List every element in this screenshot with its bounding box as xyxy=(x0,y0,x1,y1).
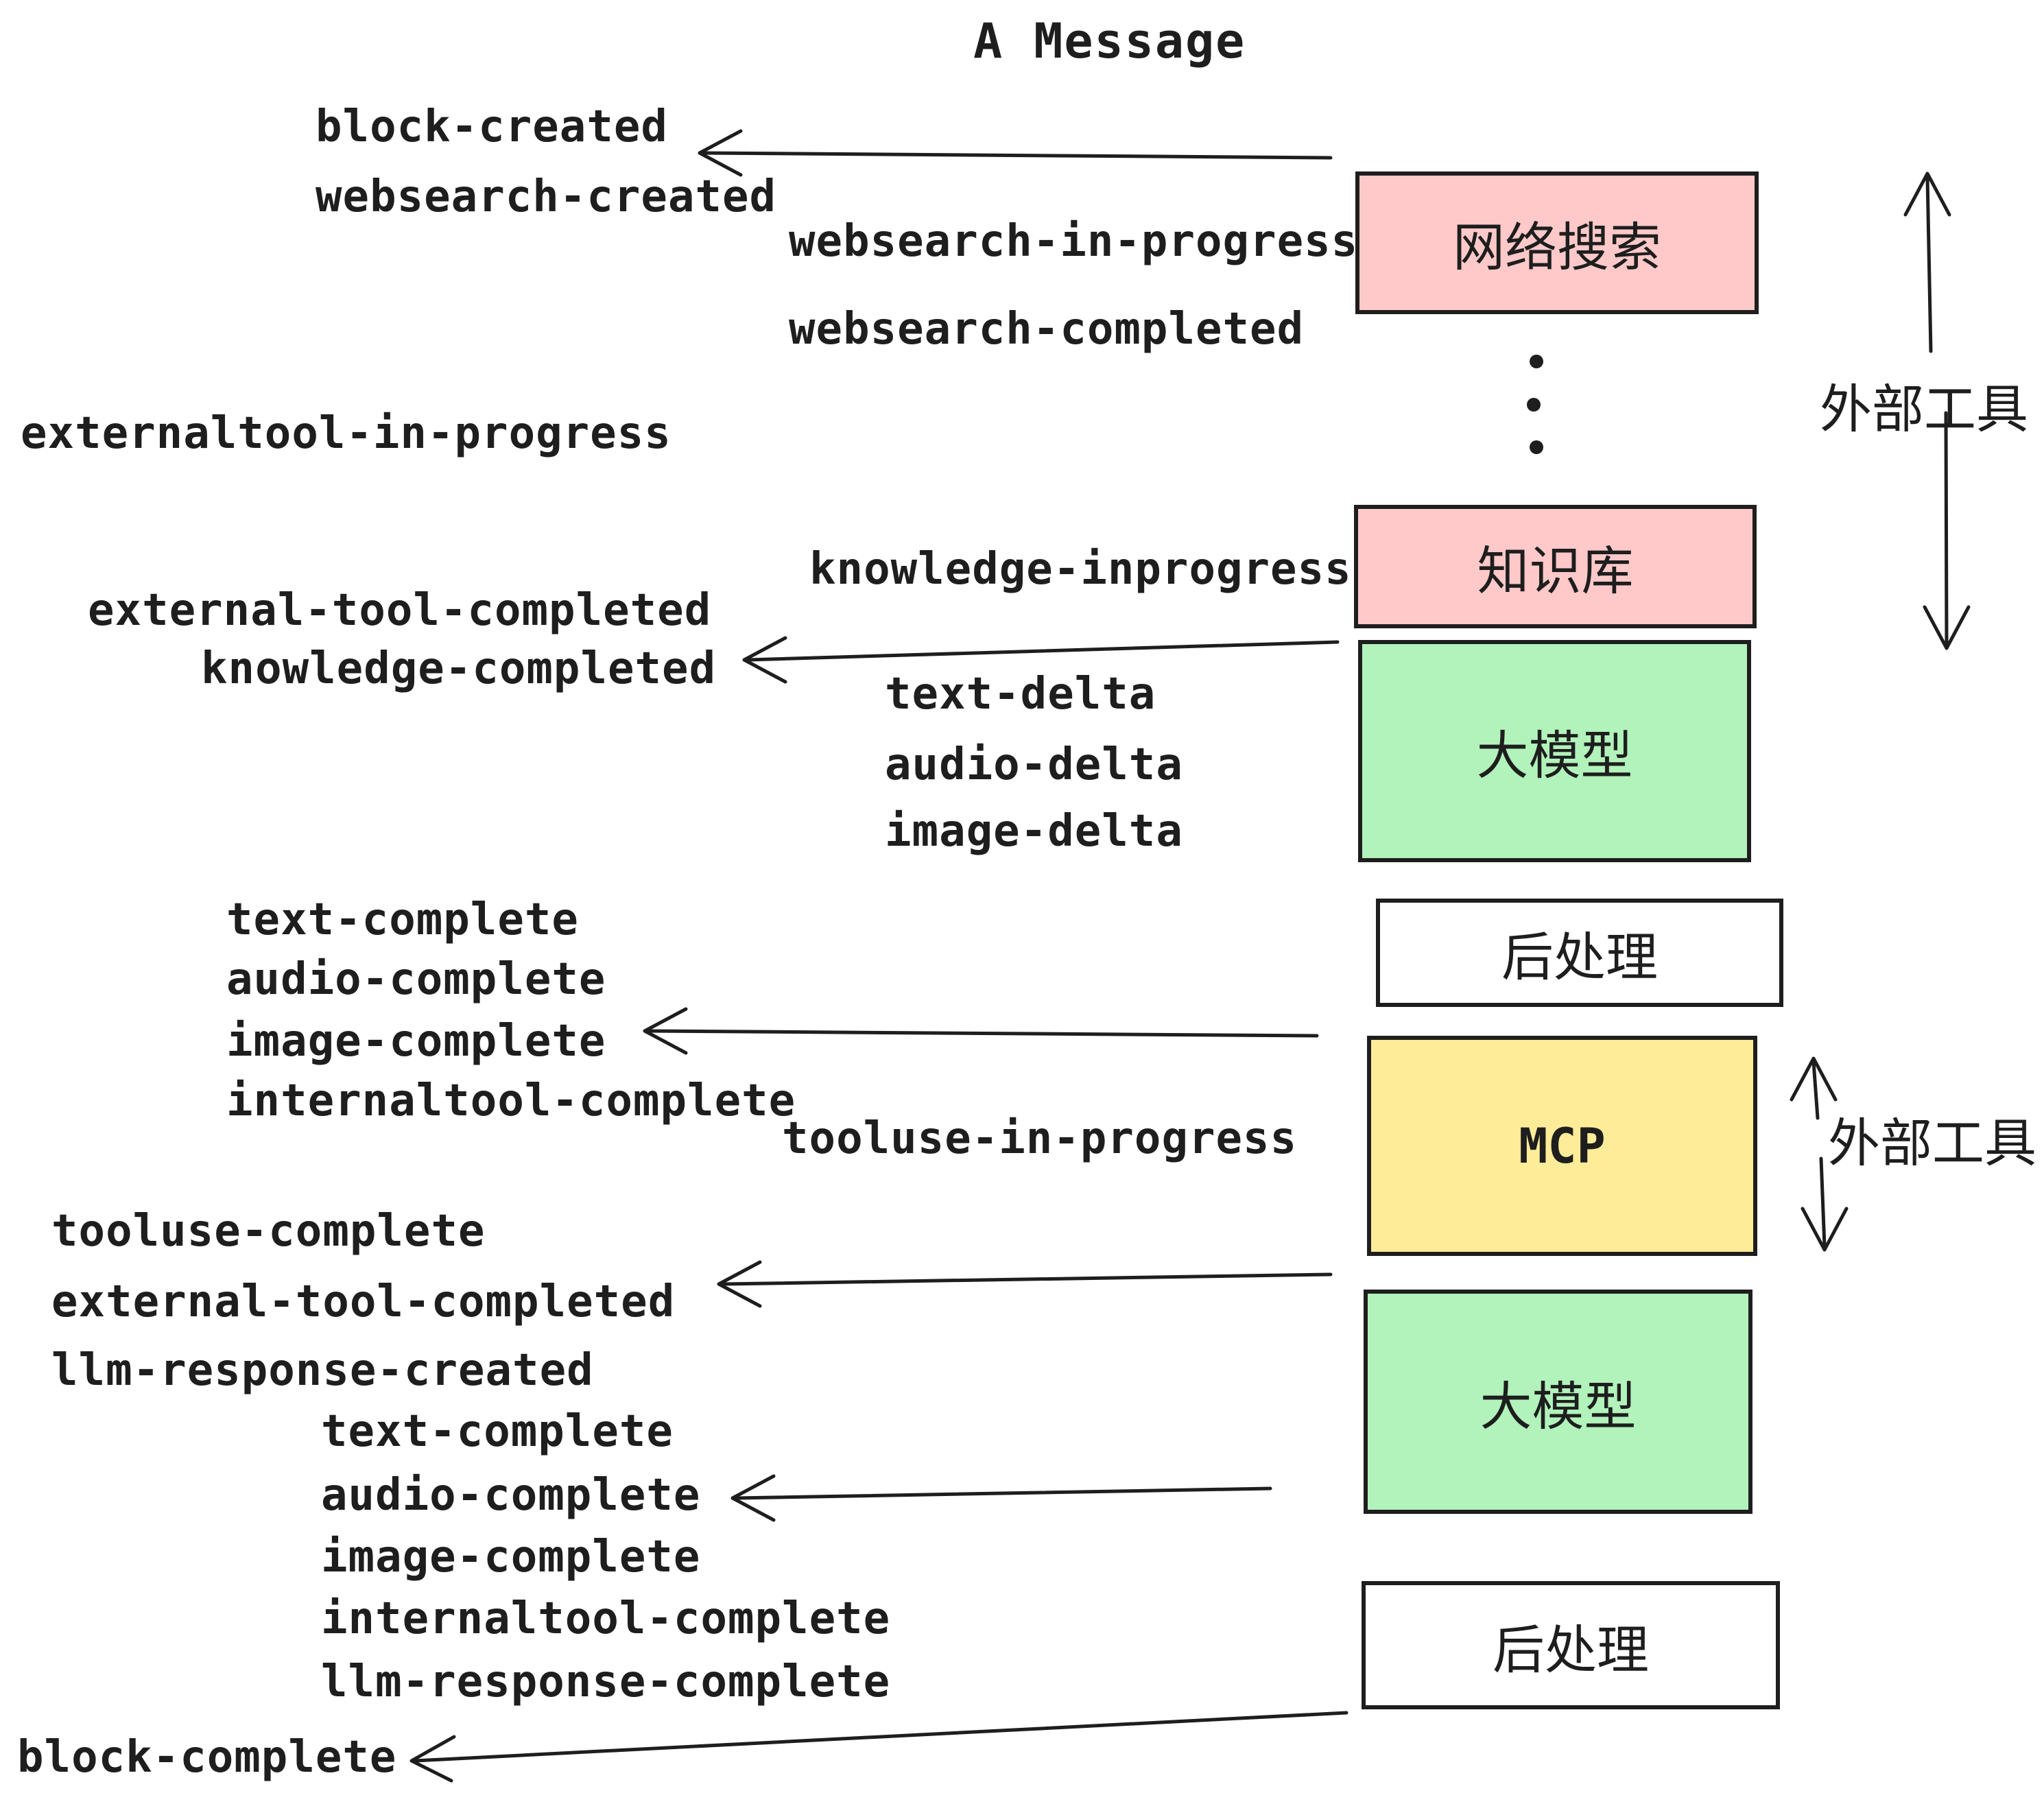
arrow-to-tooluse-complete xyxy=(717,1260,1333,1308)
event-audio-delta-1: audio-delta xyxy=(885,739,1183,790)
box-websearch-label: 网络搜索 xyxy=(1453,219,1661,277)
event-websearch-completed: websearch-completed xyxy=(789,304,1305,355)
arrow-external-tools-bottom-up xyxy=(1790,1056,1838,1120)
event-knowledge-completed: knowledge-completed xyxy=(201,643,717,694)
event-block-complete: block-complete xyxy=(17,1732,397,1783)
arrow-external-tools-top-up xyxy=(1903,171,1951,353)
arrow-to-knowledge-completed xyxy=(742,636,1340,684)
box-postprocess-top-label: 后处理 xyxy=(1501,929,1658,987)
event-external-tool-completed-2: external-tool-completed xyxy=(51,1277,676,1327)
event-image-delta-1: image-delta xyxy=(885,806,1183,857)
event-external-tool-completed-1: external-tool-completed xyxy=(88,585,712,636)
event-llm-response-created: llm-response-created xyxy=(51,1345,594,1396)
event-text-delta-1: text-delta xyxy=(885,669,1156,720)
box-postprocess-bottom-label: 后处理 xyxy=(1493,1621,1649,1680)
box-mcp: MCP xyxy=(1367,1036,1757,1256)
box-websearch: 网络搜索 xyxy=(1355,171,1759,314)
diagram-title: A Message xyxy=(973,13,1246,69)
arrow-to-block-complete xyxy=(409,1711,1348,1783)
event-audio-complete-2: audio-complete xyxy=(321,1470,701,1521)
arrow-to-image-complete xyxy=(643,1007,1319,1055)
arrow-to-audio-complete xyxy=(730,1474,1272,1522)
box-mcp-label: MCP xyxy=(1519,1117,1606,1174)
event-text-complete-2: text-complete xyxy=(321,1406,674,1457)
event-text-complete-1: text-complete xyxy=(226,894,579,945)
arrow-to-block-created xyxy=(698,129,1333,177)
box-llm-top: 大模型 xyxy=(1358,640,1751,862)
event-llm-response-complete: llm-response-complete xyxy=(321,1657,891,1707)
box-llm-bottom-label: 大模型 xyxy=(1479,1377,1637,1436)
box-llm-bottom: 大模型 xyxy=(1364,1290,1752,1514)
event-tooluse-in-progress: tooluse-in-progress xyxy=(782,1113,1298,1164)
arrow-external-tools-bottom-down xyxy=(1801,1156,1849,1252)
event-audio-complete-1: audio-complete xyxy=(226,954,606,1005)
event-internaltool-complete-2: internaltool-complete xyxy=(321,1593,891,1644)
box-llm-top-label: 大模型 xyxy=(1476,727,1633,785)
box-postprocess-bottom: 后处理 xyxy=(1362,1581,1780,1709)
vertical-ellipsis xyxy=(1527,355,1543,454)
event-image-complete-2: image-complete xyxy=(321,1532,701,1582)
box-knowledge-label: 知识库 xyxy=(1477,543,1634,601)
event-externaltool-in-progress: externaltool-in-progress xyxy=(21,408,672,459)
side-label-external-tools-top: 外部工具 xyxy=(1820,381,2028,439)
event-tooluse-complete: tooluse-complete xyxy=(51,1206,486,1257)
event-internaltool-complete-1: internaltool-complete xyxy=(226,1076,796,1126)
event-block-created: block-created xyxy=(316,102,668,152)
arrow-external-tools-top-down xyxy=(1923,411,1971,650)
event-knowledge-inprogress: knowledge-inprogress xyxy=(809,544,1352,595)
event-image-complete-1: image-complete xyxy=(226,1016,606,1067)
event-websearch-created: websearch-created xyxy=(316,171,777,222)
event-websearch-in-progress: websearch-in-progress xyxy=(789,216,1359,267)
box-knowledge: 知识库 xyxy=(1354,505,1757,628)
side-label-external-tools-bottom: 外部工具 xyxy=(1828,1115,2036,1173)
box-postprocess-top: 后处理 xyxy=(1376,899,1783,1007)
